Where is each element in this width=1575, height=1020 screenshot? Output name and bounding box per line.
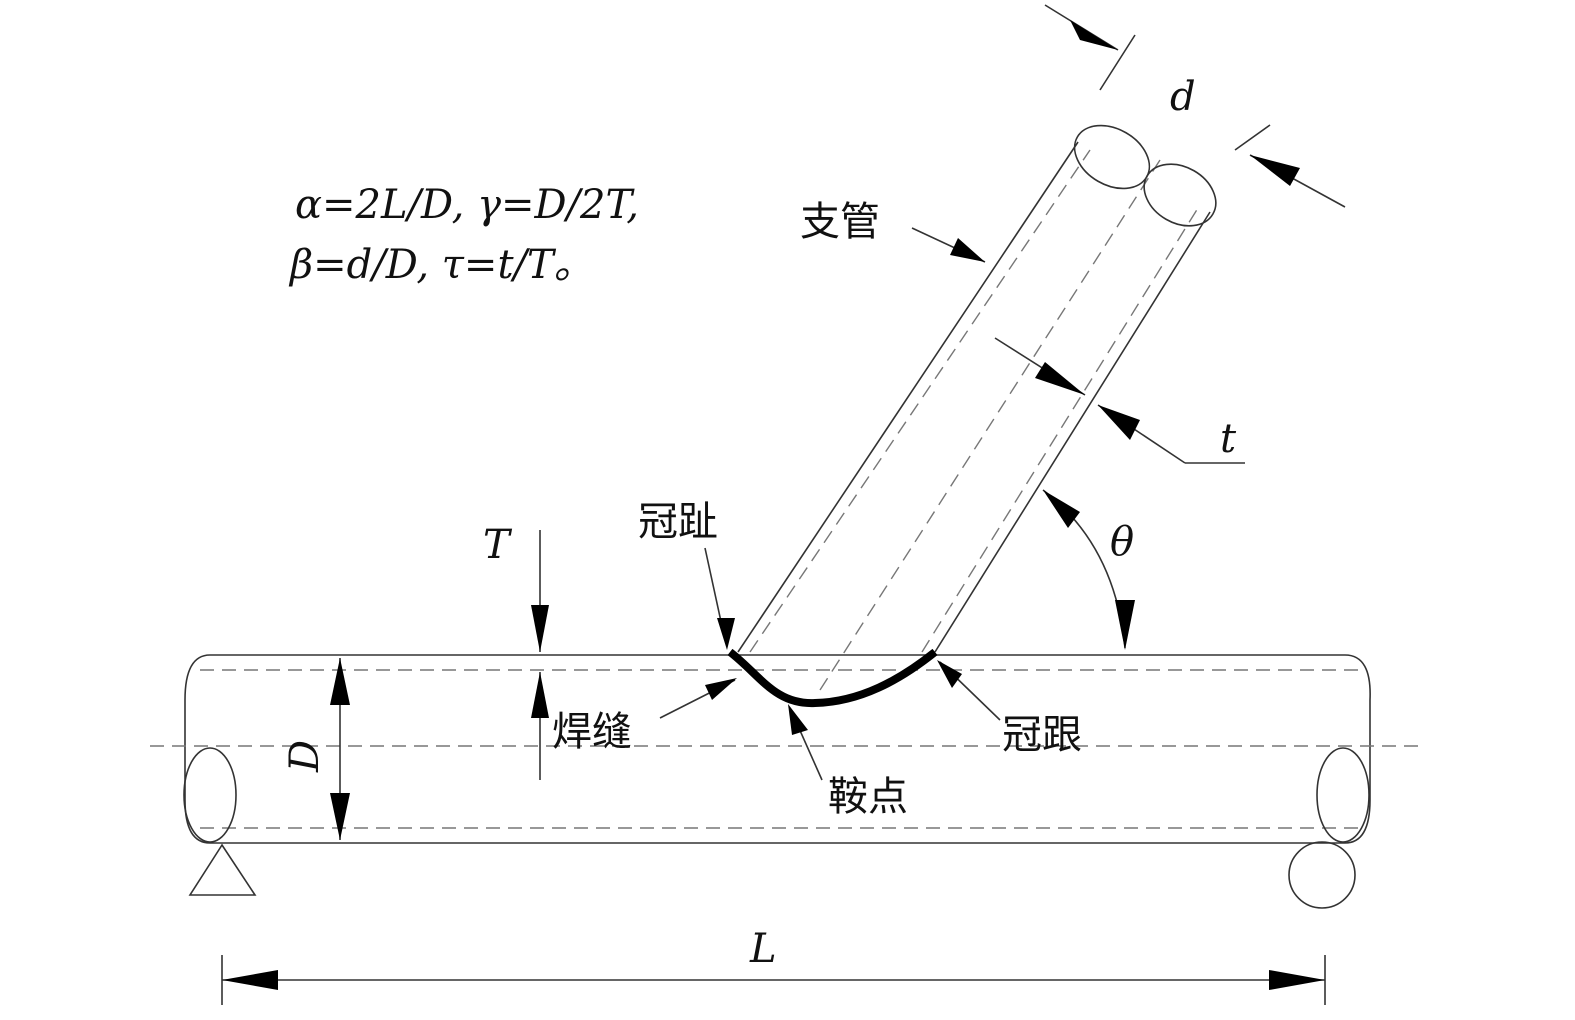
formula-line-2: β=d/D, τ=t/T。: [288, 242, 594, 288]
label-brace-thickness: t: [1220, 416, 1237, 462]
pin-support-icon: [188, 843, 257, 896]
chord-tube: [150, 654, 1420, 844]
label-saddle: 鞍点: [828, 774, 908, 820]
formula-line-1: α=2L/D, γ=D/2T,: [295, 182, 639, 228]
roller-support-icon: [1288, 841, 1356, 909]
angle-dimension: [1042, 489, 1135, 650]
label-length: L: [749, 926, 777, 972]
brace-diameter-dimension: [1044, 4, 1346, 208]
label-angle: θ: [1110, 519, 1134, 565]
brace-thickness-dimension: [994, 337, 1245, 464]
label-chord-thickness: T: [483, 522, 513, 568]
label-crown-toe: 冠趾: [638, 499, 718, 545]
label-crown-heel: 冠跟: [1002, 712, 1082, 758]
label-weld: 焊缝: [552, 709, 632, 755]
label-brace: 支管: [800, 199, 880, 245]
label-chord-diameter: D: [282, 740, 328, 773]
length-dimension: [221, 955, 1326, 1005]
weld-seam: [727, 648, 938, 708]
leaders: [659, 227, 1001, 781]
label-brace-diameter: d: [1170, 74, 1196, 120]
right-end-ellipse: [1316, 747, 1370, 843]
chord-diameter-dimension: [330, 658, 350, 840]
chord-thickness-dimension: [531, 530, 549, 780]
brace-tube: [737, 124, 1217, 691]
left-end-ellipse: [183, 747, 237, 843]
